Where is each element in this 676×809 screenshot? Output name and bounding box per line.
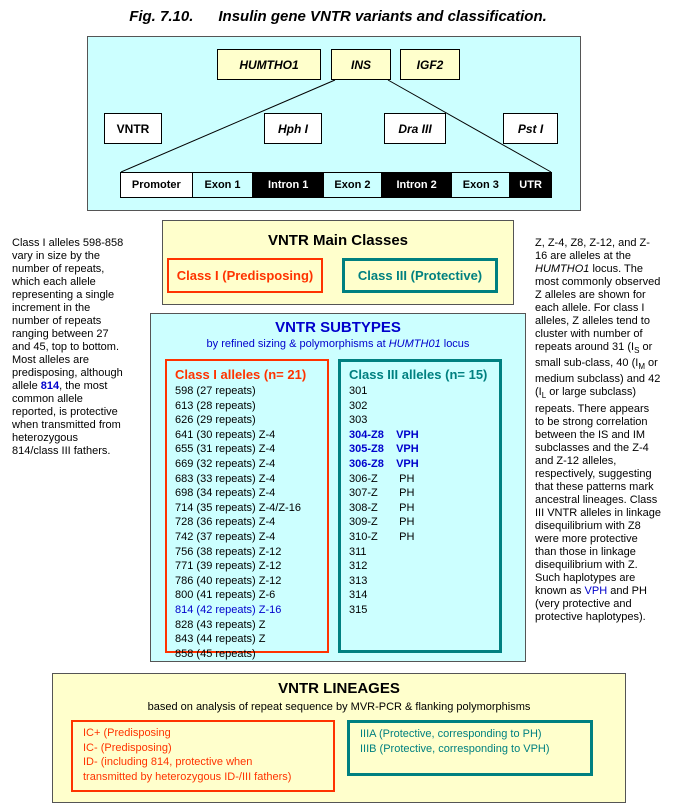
list-item: 314	[349, 589, 368, 602]
list-item-vph: 305-Z8 VPH	[349, 443, 419, 456]
list-item: 858 (45 repeats)	[175, 647, 256, 660]
lineage-item: IIIA (Protective, corresponding to PH)	[360, 728, 542, 740]
list-item: 655 (31 repeats) Z-4	[175, 443, 276, 456]
list-item: 800 (41 repeats) Z-6	[175, 589, 276, 602]
segment-exon-2: Exon 2	[324, 173, 382, 197]
list-item: 598 (27 repeats)	[175, 385, 256, 397]
list-item: 698 (34 repeats) Z-4	[175, 487, 276, 500]
zoom-line-left	[120, 79, 336, 173]
left-note: Class I alleles 598-858 vary in size by …	[12, 237, 124, 458]
segment-intron-2: Intron 2	[381, 173, 453, 197]
class-iii-alleles-title: Class III alleles (n= 15)	[349, 367, 488, 382]
list-item-vph: 304-Z8 VPH	[349, 428, 419, 441]
right-note-sub-m: M	[638, 362, 645, 372]
figure-title: Fig. 7.10. Insulin gene VNTR variants an…	[129, 8, 547, 25]
element-vntr: VNTR	[104, 113, 162, 144]
right-note-sub-s: S	[634, 346, 640, 356]
main-classes-title: VNTR Main Classes	[267, 232, 409, 249]
gene-structure-bar: Promoter Exon 1 Intron 1 Exon 2 Intron 2…	[120, 172, 552, 198]
list-item: 828 (43 repeats) Z	[175, 618, 266, 631]
subtypes-subtitle: by refined sizing & polymorphisms at HUM…	[151, 338, 525, 350]
subtypes-subtitle-pre: by refined sizing & polymorphisms at	[206, 338, 389, 350]
zoom-lines	[120, 79, 552, 173]
list-item: 309-Z PH	[349, 516, 415, 529]
subtypes-subtitle-locus: HUMTH01	[388, 338, 441, 350]
list-item: 843 (44 repeats) Z	[175, 633, 266, 646]
right-note-vph: VPH	[584, 584, 608, 597]
right-note-locus: HUMTHO1	[535, 263, 590, 275]
class-i-alleles-title: Class I alleles (n= 21)	[175, 367, 307, 382]
list-item: 315	[349, 603, 368, 616]
list-item-814: 814 (42 repeats) Z-16	[175, 603, 282, 616]
gene-ins: INS	[331, 49, 391, 80]
subtypes-panel: VNTR SUBTYPES by refined sizing & polymo…	[150, 313, 526, 662]
segment-utr: UTR	[510, 173, 552, 197]
list-item: 306-Z PH	[349, 472, 415, 485]
list-item: 669 (32 repeats) Z-4	[175, 457, 276, 470]
list-item: 626 (29 repeats)	[175, 414, 256, 427]
list-item-vph: 306-Z8 VPH	[349, 457, 419, 470]
list-item: 307-Z PH	[349, 487, 415, 500]
element-hph-i: Hph I	[264, 113, 322, 144]
class-i-alleles-box: Class I alleles (n= 21) 598 (27 repeats)…	[165, 359, 329, 660]
lineages-subtitle: based on analysis of repeat sequence by …	[147, 701, 531, 713]
right-note-sub-l: L	[541, 391, 547, 401]
list-item: 756 (38 repeats) Z-12	[175, 545, 282, 558]
list-item: 311	[349, 545, 367, 558]
list-item: 312	[349, 560, 368, 573]
lineage-item: ID- (including 814, protective when	[83, 756, 253, 768]
segment-exon-3: Exon 3	[452, 173, 511, 197]
right-note-text-5: or large subclass) repeats. There appear…	[535, 386, 661, 597]
class-iii-box: Class III (Protective)	[342, 258, 498, 293]
lineages-class-iii-box: IIIA (Protective, corresponding to PH) I…	[347, 720, 593, 776]
lineage-item: IC- (Predisposing)	[83, 741, 172, 754]
gene-humtho1: HUMTHO1	[217, 49, 321, 80]
main-classes-panel: VNTR Main Classes Class I (Predisposing)…	[162, 220, 514, 305]
segment-intron-1: Intron 1	[253, 173, 325, 197]
zoom-line-right	[387, 79, 552, 173]
right-note-text-3: or small sub-class, 40 (I	[535, 341, 653, 370]
list-item: 308-Z PH	[349, 501, 415, 514]
subtypes-title: VNTR SUBTYPES	[275, 319, 401, 336]
element-pst-i: Pst I	[503, 113, 558, 144]
lineage-item: IIIB (Protective, corresponding to VPH)	[360, 742, 550, 755]
list-item: 771 (39 repeats) Z-12	[175, 560, 282, 573]
list-item: 641 (30 repeats) Z-4	[175, 428, 276, 441]
class-i-box: Class I (Predisposing)	[167, 258, 323, 293]
segment-exon-1: Exon 1	[192, 173, 254, 197]
list-item: 714 (35 repeats) Z-4/Z-16	[175, 501, 301, 514]
element-dra-iii: Dra III	[384, 113, 446, 144]
list-item: 613 (28 repeats)	[175, 399, 256, 412]
left-note-allele-814: 814	[40, 380, 60, 392]
right-note-text-2: locus. The most commonly observed Z alle…	[535, 263, 661, 353]
class-i-allele-list: 598 (27 repeats) 613 (28 repeats) 626 (2…	[175, 384, 301, 661]
list-item: 683 (33 repeats) Z-4	[175, 472, 276, 485]
list-item: 310-Z PH	[349, 530, 415, 543]
lineages-class-i-box: IC+ (Predisposing IC- (Predisposing) ID-…	[71, 720, 335, 792]
right-note-text-1: Z, Z-4, Z8, Z-12, and Z-16 are alleles a…	[535, 237, 650, 262]
class-iii-alleles-box: Class III alleles (n= 15) 301 302 303 30…	[338, 359, 502, 653]
right-note-text-6: and PH (very protective and protective h…	[535, 584, 647, 623]
list-item: 728 (36 repeats) Z-4	[175, 516, 276, 529]
lineage-item: IC+ (Predisposing	[83, 727, 171, 739]
lineages-title: VNTR LINEAGES	[278, 680, 400, 697]
gene-igf2: IGF2	[400, 49, 460, 80]
lineage-item: transmitted by heterozygous ID-/III fath…	[83, 770, 292, 783]
list-item: 313	[349, 574, 368, 587]
subtypes-subtitle-post: locus	[440, 338, 470, 350]
list-item: 303	[349, 414, 368, 427]
list-item: 786 (40 repeats) Z-12	[175, 574, 282, 587]
list-item: 742 (37 repeats) Z-4	[175, 530, 276, 543]
lineages-panel: VNTR LINEAGES based on analysis of repea…	[52, 673, 626, 803]
list-item: 301	[349, 385, 368, 397]
right-note-text-4: or medium subclass) and 42 (I	[535, 357, 661, 399]
right-note: Z, Z-4, Z8, Z-12, and Z-16 are alleles a…	[535, 237, 661, 624]
left-note-text-2: , the most common allele reported, is pr…	[12, 380, 121, 457]
left-note-text-1: Class I alleles 598-858 vary in size by …	[12, 237, 124, 392]
list-item: 302	[349, 399, 368, 412]
class-iii-allele-list: 301 302 303 304-Z8 VPH 305-Z8 VPH 306-Z8…	[349, 384, 419, 618]
segment-promoter: Promoter	[121, 173, 193, 197]
